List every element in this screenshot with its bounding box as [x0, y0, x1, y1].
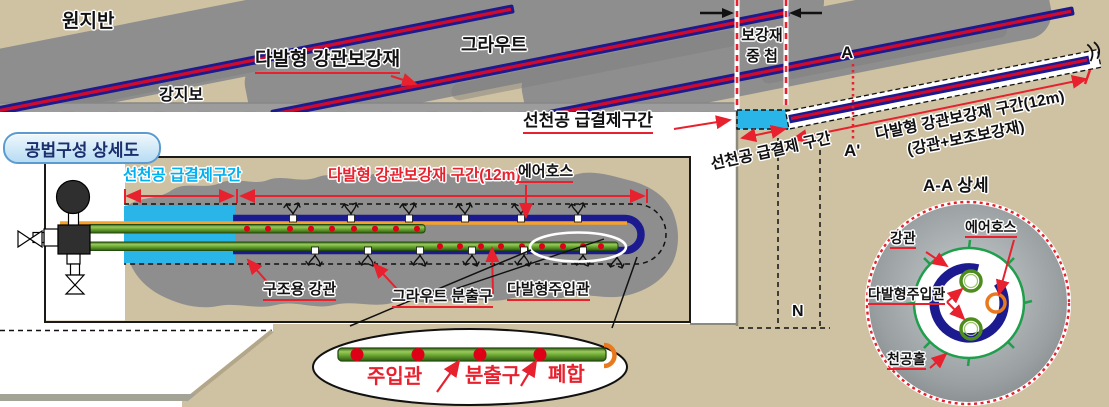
- inlet-valve: [17, 229, 32, 249]
- overlap-arrow-right: [789, 8, 822, 18]
- pipe-label-arrow: [390, 73, 418, 87]
- aa-air-hose-label: 에어호스: [965, 219, 1017, 239]
- air-hose-circle: [985, 292, 1007, 314]
- aa-drill-hole-label: 천공홀: [887, 351, 926, 371]
- structural-steel-pipe: [233, 214, 645, 255]
- injection-equipment: [17, 179, 91, 295]
- annulus-spikes: [905, 239, 1033, 367]
- zone-dim-arrow: [791, 74, 1088, 144]
- injection-pipe-arrow: [436, 359, 461, 393]
- drain-valve: [64, 274, 86, 286]
- magnifier-line-left: [349, 249, 532, 327]
- slope-edge: [184, 329, 274, 402]
- drillhole-dashed-outline: [124, 203, 667, 265]
- quickset-zone-block: [736, 109, 790, 130]
- new-pipe-assembly: [673, 41, 1102, 144]
- excavation-dashed-box: [739, 132, 830, 329]
- magnified-pipe: [337, 347, 607, 362]
- detail-zone-label: 다발형 강관보강재 구간(12m): [328, 167, 521, 184]
- outlet-arrow: [520, 359, 538, 387]
- overlap-label: 보강재 중 첩: [741, 27, 783, 65]
- pressure-gauge: [55, 179, 91, 215]
- aa-title: A-A 상세: [923, 176, 989, 195]
- steelpipe-callout-arrow: [246, 258, 269, 284]
- injection-callout-arrow: [485, 246, 500, 295]
- section-marker-a: A: [841, 43, 854, 62]
- closure-cap: [603, 342, 617, 369]
- air-hose-label: 에어호스: [518, 163, 574, 184]
- detail-quickset-label: 선천공 급결제구간: [123, 167, 242, 184]
- aa-callout-arrows: [925, 239, 1015, 369]
- grout-outlet-label: 그라우트 분출구: [392, 288, 493, 309]
- injection-pipe-circle-1: [959, 269, 983, 293]
- upper-cross-section: [0, 0, 1075, 134]
- steel-support-label: 강지보: [159, 87, 204, 104]
- aa-section-view: [865, 200, 1071, 406]
- steel-pipe-3: [548, 6, 1075, 119]
- magnifier-view: [312, 249, 638, 406]
- aa-injection-pipe-label: 다발형주입관: [868, 286, 946, 306]
- ground-label: 원지반: [62, 11, 115, 32]
- quickset-zone-label: 선천공 급결제구간: [523, 111, 653, 134]
- structural-pipe-label: 구조용 강관: [263, 281, 337, 302]
- magnified-outlet-label: 분출구: [465, 365, 521, 387]
- quickset-callout-arrow: [673, 115, 732, 130]
- drill-hole-dashed-border: [865, 200, 1071, 406]
- injection-pipe-circle-2: [959, 317, 983, 341]
- overlap-markers: [700, 0, 822, 110]
- detail-dim-arrows: [124, 189, 648, 203]
- detail-title-bubble: 공법구성 상세도: [3, 132, 161, 164]
- detail-grout-blob: [125, 172, 679, 308]
- pipe-break-symbol: [1086, 41, 1101, 62]
- tunnel-crown-band: [0, 103, 737, 113]
- magnifier-line-right: [611, 256, 638, 329]
- magnified-injection-pipe-label: 주입관: [367, 366, 423, 388]
- steel-pipe-2: [270, 7, 790, 119]
- section-marker-a-prime: A': [844, 141, 861, 160]
- magnified-outlets: [350, 348, 547, 361]
- quickset-dim-arrow: [740, 125, 787, 142]
- injection-head: [57, 224, 91, 255]
- aa-steel-pipe-label: 강관: [890, 230, 916, 250]
- outlet-black-line: [451, 238, 605, 291]
- n-marker: N: [792, 303, 804, 320]
- steel-pipe-1: [0, 4, 515, 117]
- dim-end-bar: [1083, 69, 1092, 85]
- pipe-end-highlight: [528, 231, 628, 263]
- detail-view: [17, 156, 691, 323]
- injection-pipe-label: 다발형주입관: [507, 281, 590, 302]
- outlet-callout-arrow: [372, 262, 398, 290]
- closure-label: 폐합: [548, 364, 585, 386]
- injection-pipe-lower: [87, 241, 619, 252]
- overlap-arrow-left: [700, 8, 734, 18]
- grout-label: 그라우트: [461, 35, 528, 55]
- pipe-reinforcement-label: 다발형 강관보강재: [255, 49, 401, 74]
- detail-quickset-block: [124, 206, 235, 263]
- floor-strip: [0, 394, 196, 401]
- grout-outlet-dots: [244, 225, 604, 250]
